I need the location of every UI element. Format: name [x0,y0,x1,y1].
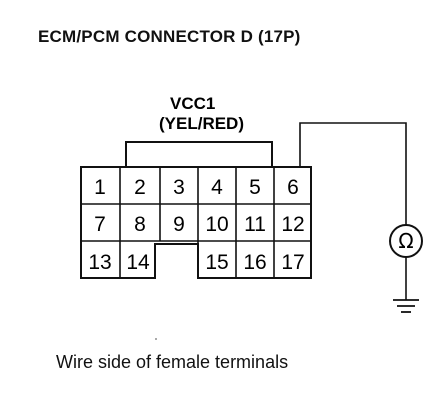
pin-2: 2 [134,176,146,199]
connector-title: ECM/PCM CONNECTOR D (17P) [38,27,301,46]
connector-caption: Wire side of female terminals [56,352,289,372]
pin-3: 3 [173,176,185,199]
ohm-symbol: Ω [398,229,413,253]
pin-11: 11 [244,213,266,236]
ground-icon [393,257,419,313]
pin-1: 1 [94,176,106,199]
wire-name-label: VCC1 [170,94,215,113]
pin-15: 15 [205,251,228,274]
pin-12: 12 [281,213,304,236]
ohmmeter-icon: Ω [389,224,423,258]
pin-17: 17 [281,251,304,274]
connector-outline [80,166,312,279]
pin-9: 9 [173,213,185,236]
vcc1-bracket [125,141,273,167]
pin-6: 6 [287,176,299,199]
pin-16: 16 [243,251,266,274]
wire-color-label: (YEL/RED) [159,114,244,133]
probe-wire [299,122,407,225]
pin-14: 14 [126,251,150,274]
pin-10: 10 [205,213,228,236]
pin-5: 5 [249,176,261,199]
pin-4: 4 [211,176,223,199]
pin-8: 8 [134,213,146,236]
pin-13: 13 [88,251,111,274]
pin-7: 7 [94,213,106,236]
